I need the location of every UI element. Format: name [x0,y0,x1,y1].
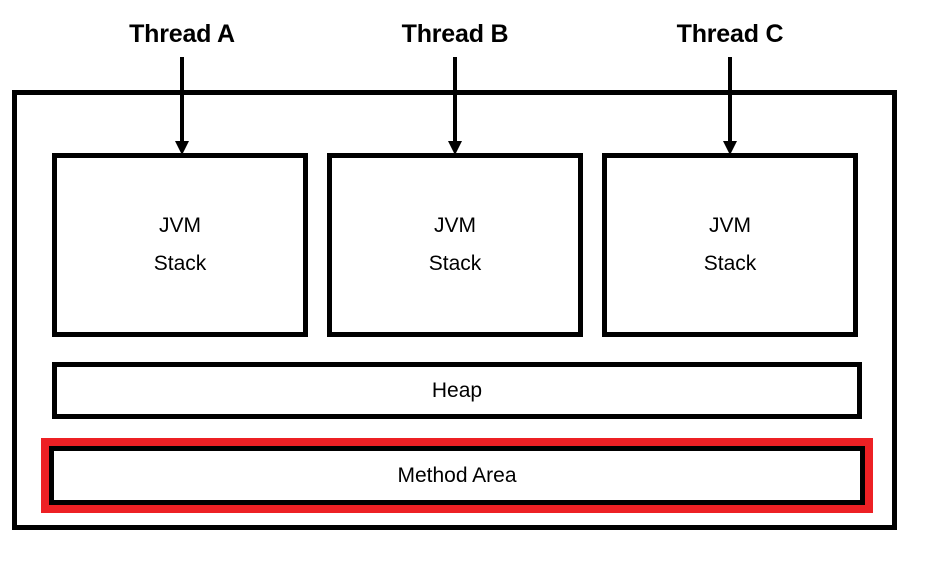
thread-label-c: Thread C [676,20,784,48]
method-area-label: Method Area [397,464,517,487]
thread-b-down-arrow-icon [445,57,465,155]
jvm-stack-label-line2: Stack [153,252,207,275]
method-area-box: Method Area [49,446,865,505]
jvm-stack-label-line2: Stack [703,252,757,275]
thread-label-a: Thread A [129,20,235,48]
jvm-stack-label-line1: JVM [709,214,751,237]
thread-label-b: Thread B [401,20,509,48]
jvm-stack-box-a: JVM Stack [52,153,308,337]
jvm-stack-label-line1: JVM [434,214,476,237]
jvm-stack-box-b: JVM Stack [327,153,583,337]
thread-c-down-arrow-icon [720,57,740,155]
jvm-stack-label-line1: JVM [159,214,201,237]
heap-box: Heap [52,362,862,419]
jvm-runtime-container [12,90,897,530]
jvm-stack-box-c: JVM Stack [602,153,858,337]
jvm-stack-label-line2: Stack [428,252,482,275]
method-area-highlight: Method Area [41,438,873,513]
thread-a-down-arrow-icon [172,57,192,155]
jvm-stack-row: JVM Stack JVM Stack JVM Stack [52,153,858,337]
heap-label: Heap [431,379,483,402]
